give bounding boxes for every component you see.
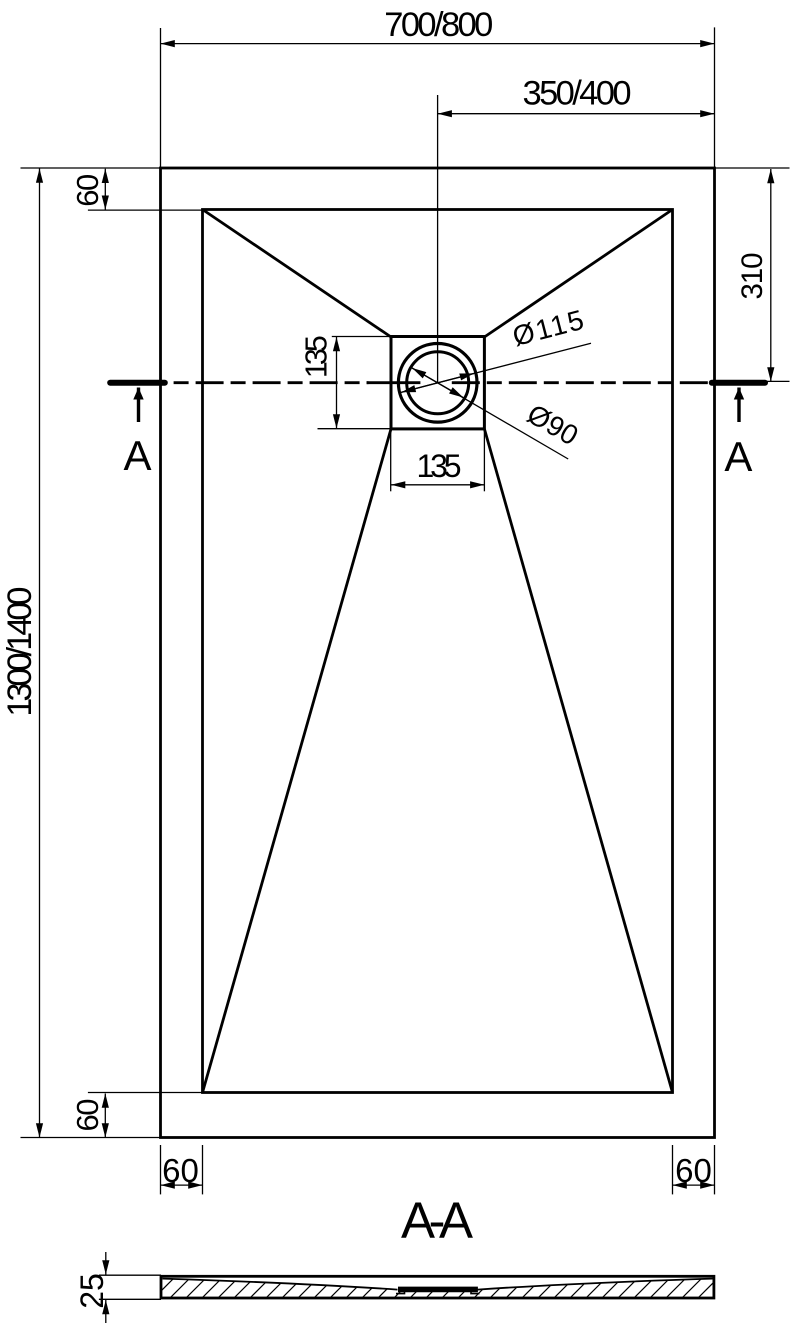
svg-text:A: A	[724, 433, 752, 480]
svg-text:60: 60	[70, 174, 105, 207]
svg-text:60: 60	[70, 1099, 105, 1132]
svg-text:60: 60	[162, 1152, 199, 1189]
svg-text:135: 135	[417, 448, 462, 484]
svg-text:25: 25	[74, 1273, 110, 1309]
svg-text:135: 135	[300, 335, 334, 378]
svg-text:310: 310	[736, 253, 769, 300]
svg-text:60: 60	[675, 1152, 712, 1189]
svg-text:350/400: 350/400	[523, 74, 632, 112]
svg-text:A: A	[123, 432, 151, 479]
svg-text:1300/1400: 1300/1400	[1, 587, 39, 717]
svg-text:700/800: 700/800	[384, 6, 493, 44]
svg-text:A-A: A-A	[401, 1192, 473, 1249]
